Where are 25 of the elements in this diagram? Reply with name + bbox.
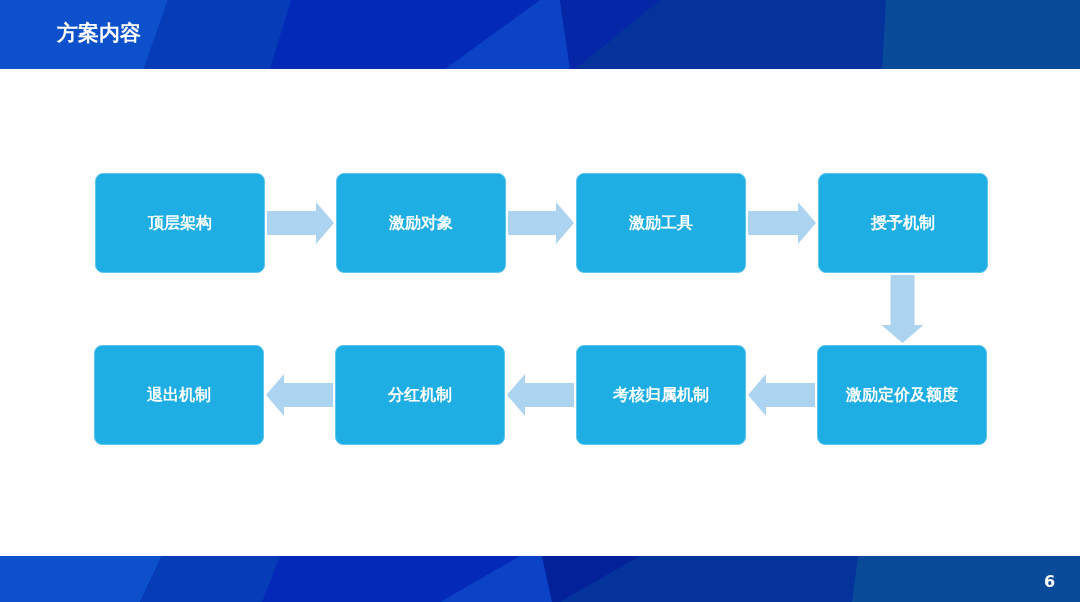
box-label: 激励定价及额度 bbox=[846, 384, 958, 406]
process-box bbox=[94, 345, 264, 445]
box-label: 激励对象 bbox=[389, 212, 453, 234]
block-arrow bbox=[881, 275, 924, 343]
box-label: 授予机制 bbox=[871, 212, 935, 234]
block-arrow bbox=[748, 374, 815, 416]
box-label: 考核归属机制 bbox=[613, 384, 709, 406]
box-label: 退出机制 bbox=[147, 384, 211, 406]
box-label: 激励工具 bbox=[629, 212, 693, 234]
page-number: 6 bbox=[1044, 571, 1056, 593]
process-box bbox=[335, 345, 505, 445]
block-arrow bbox=[267, 202, 334, 244]
process-box bbox=[817, 345, 987, 445]
block-arrow bbox=[748, 202, 816, 244]
process-box bbox=[336, 173, 506, 273]
process-box bbox=[576, 173, 746, 273]
block-arrow bbox=[266, 374, 333, 416]
box-label: 顶层架构 bbox=[148, 212, 212, 234]
process-box bbox=[95, 173, 265, 273]
block-arrow bbox=[508, 202, 574, 244]
slide-title: 方案内容 bbox=[57, 20, 141, 47]
process-box bbox=[576, 345, 746, 445]
box-label: 分红机制 bbox=[388, 384, 452, 406]
block-arrow bbox=[507, 374, 574, 416]
process-box bbox=[818, 173, 988, 273]
